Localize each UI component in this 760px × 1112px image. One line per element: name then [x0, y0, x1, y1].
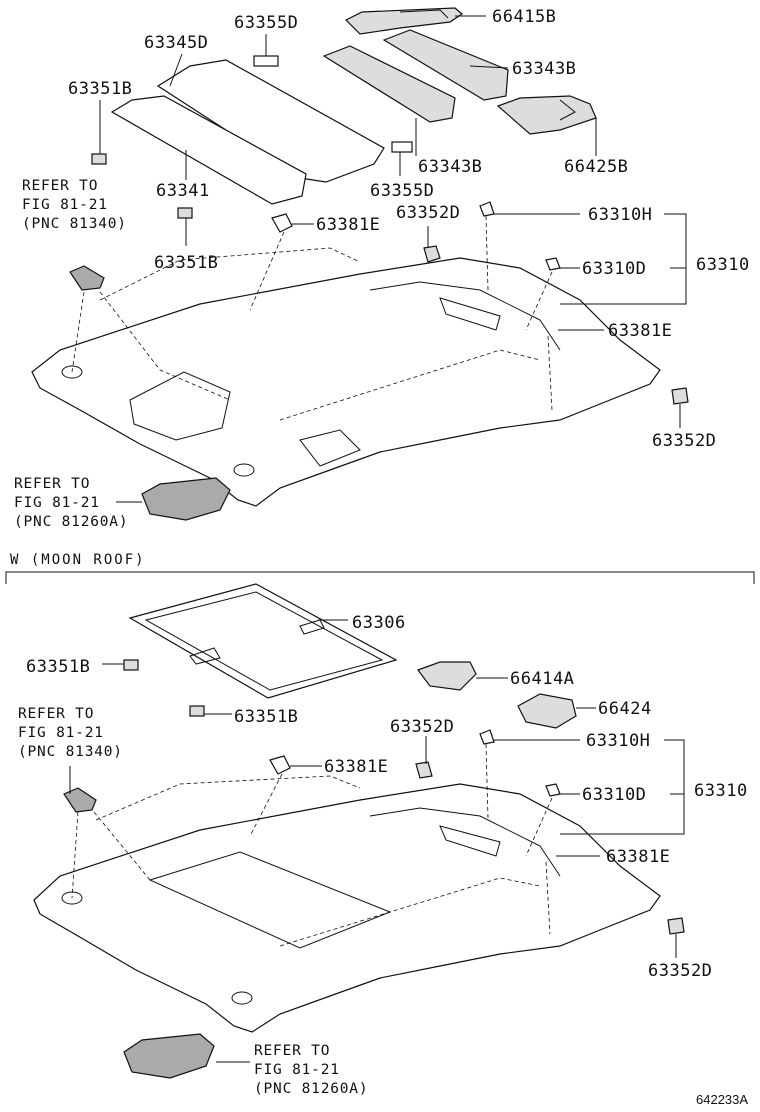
part-63352D-d [667, 917, 685, 935]
top-section: 63355D 66415B 63345D 63343B 63351B 63341… [14, 7, 750, 530]
label-63355D-b: 63355D [370, 181, 434, 201]
label-63352D-a: 63352D [396, 203, 460, 223]
label-63381E-c: 63381E [324, 757, 388, 777]
part-63306 [128, 583, 398, 699]
part-63352D-a [423, 245, 441, 263]
ref-line: (PNC 81340) [22, 216, 127, 232]
reference-note-81260A-b: REFER TO FIG 81-21 (PNC 81260A) [254, 1043, 368, 1097]
part-63343B-lower [322, 45, 456, 123]
part-63352D-c [415, 761, 433, 779]
label-66415B: 66415B [492, 7, 556, 27]
figure-code: 642233A [696, 1092, 748, 1107]
part-63381E-a [271, 213, 293, 233]
label-66424: 66424 [598, 699, 652, 719]
reference-note-81340-b: REFER TO FIG 81-21 (PNC 81340) [18, 706, 123, 760]
part-63351B-a [91, 153, 107, 165]
section-title: W (MOON ROOF) [10, 552, 146, 568]
part-63355D-b [391, 141, 413, 153]
label-63351B-b: 63351B [154, 253, 218, 273]
ref-line: FIG 81-21 [22, 197, 108, 213]
part-overhead-console [141, 477, 231, 521]
part-66414A [417, 661, 477, 691]
ref-line: (PNC 81260A) [254, 1081, 368, 1097]
ref-line: (PNC 81260A) [14, 514, 128, 530]
bottom-section: 63306 63351B 66414A 63351B 66424 63352D … [18, 583, 748, 1097]
part-63351B-b [177, 207, 193, 219]
part-63310H-b [479, 729, 495, 745]
part-63352D-b [671, 387, 689, 405]
label-63310: 63310 [696, 255, 750, 275]
part-map-lamp [69, 265, 105, 291]
ref-line: REFER TO [254, 1043, 330, 1059]
label-63352D-b: 63352D [652, 431, 716, 451]
label-66414A: 66414A [510, 669, 574, 689]
ref-line: FIG 81-21 [254, 1062, 340, 1078]
label-63310D: 63310D [582, 259, 646, 279]
label-63310-b: 63310 [694, 781, 748, 801]
part-63351B-c [123, 659, 139, 671]
label-63352D-d: 63352D [648, 961, 712, 981]
part-63343B-upper [382, 29, 509, 101]
part-map-lamp-b [63, 787, 97, 813]
reference-note-81260A: REFER TO FIG 81-21 (PNC 81260A) [14, 476, 128, 530]
ref-line: REFER TO [14, 476, 90, 492]
label-63341: 63341 [156, 181, 210, 201]
label-63343B-a: 63343B [512, 59, 576, 79]
label-63381E-d: 63381E [606, 847, 670, 867]
reference-note-81340: REFER TO FIG 81-21 (PNC 81340) [22, 178, 127, 232]
label-63310H-b: 63310H [586, 731, 650, 751]
label-63310D-b: 63310D [582, 785, 646, 805]
ref-line: FIG 81-21 [14, 495, 100, 511]
part-63355D-a [253, 55, 279, 67]
label-63345D: 63345D [144, 33, 208, 53]
label-63351B-a: 63351B [68, 79, 132, 99]
label-63343B-b: 63343B [418, 157, 482, 177]
label-63355D-a: 63355D [234, 13, 298, 33]
headliner-body [31, 257, 661, 507]
part-66425B [496, 95, 597, 135]
label-63381E-b: 63381E [608, 321, 672, 341]
label-63306: 63306 [352, 613, 406, 633]
label-63310H: 63310H [588, 205, 652, 225]
headliner-body-moonroof [33, 783, 661, 1033]
part-63381E-c [269, 755, 291, 775]
label-66425B: 66425B [564, 157, 628, 177]
part-66424 [517, 693, 577, 729]
part-63341 [110, 95, 307, 205]
ref-line: FIG 81-21 [18, 725, 104, 741]
label-63352D-c: 63352D [390, 717, 454, 737]
section-bracket [5, 571, 755, 584]
part-63310D [545, 257, 561, 271]
ref-line: REFER TO [22, 178, 98, 194]
ref-line: (PNC 81340) [18, 744, 123, 760]
part-overhead-console-b [123, 1033, 215, 1079]
part-66415B [344, 7, 463, 35]
part-63351B-d [189, 705, 205, 717]
label-63351B-c: 63351B [26, 657, 90, 677]
ref-line: REFER TO [18, 706, 94, 722]
label-63351B-d: 63351B [234, 707, 298, 727]
label-63381E-a: 63381E [316, 215, 380, 235]
part-63310D-b [545, 783, 561, 797]
part-63310H [479, 201, 495, 217]
